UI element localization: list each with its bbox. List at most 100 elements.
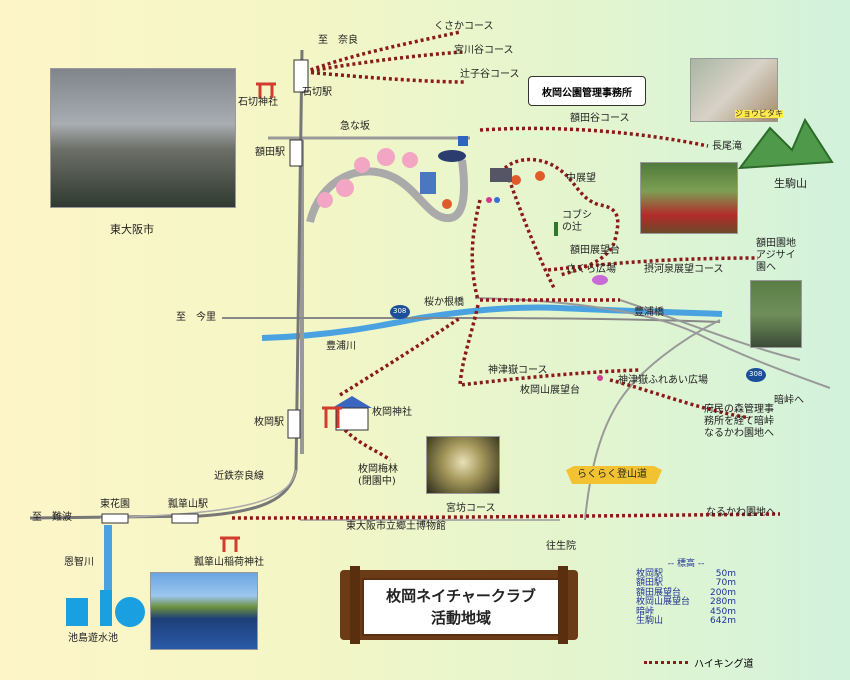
label-setsukawa: 摂河泉展望コース	[644, 264, 724, 275]
route-shield-b	[746, 368, 766, 382]
label-route308-a: 308	[393, 307, 407, 315]
label-nukata-tenboudai: 額田展望台	[570, 245, 620, 256]
label-kurotoge: 暗峠へ	[774, 395, 804, 406]
ume-trees	[442, 171, 545, 209]
label-hiraoka-tenboudai: 枚岡山展望台	[520, 385, 580, 396]
label-ojouin: 往生院	[546, 541, 576, 552]
trail-shrine	[339, 316, 461, 397]
hiraoka-shrine-roof	[332, 396, 372, 408]
label-imazato: 至 今里	[176, 312, 216, 323]
title-panel: 枚岡ネイチャークラブ 活動地域	[362, 578, 560, 636]
label-toyourabashi: 豊浦橋	[634, 307, 664, 318]
title-line1: 枚岡ネイチャークラブ	[386, 587, 536, 605]
higashi-hanazono-box	[101, 513, 129, 524]
trail-miyagawadani	[304, 50, 463, 74]
trail-fureai	[609, 378, 751, 420]
kobushi-tree-icon	[554, 222, 558, 236]
elevation-header: -- 標高 --	[667, 559, 705, 569]
route-shield-a	[390, 305, 410, 319]
label-route308-b: 308	[749, 370, 763, 378]
kanri-office	[490, 168, 512, 182]
label-hyotan-eki: 瓢箪山駅	[168, 499, 208, 510]
isikiri-station-box	[293, 59, 309, 93]
ikeshima-pond-right	[115, 597, 145, 627]
photo-stream	[750, 280, 802, 348]
parking-building	[420, 172, 436, 194]
label-sakura-hiroba: さくら広場	[566, 264, 616, 275]
ikeshima-pond-mid	[100, 590, 112, 626]
label-nara: 至 奈良	[318, 35, 358, 46]
label-hyotan-jinja: 瓢箪山稲荷神社	[194, 557, 264, 568]
trail-nukatadani	[479, 126, 709, 148]
label-nanba: 至 難波	[32, 512, 72, 523]
trail-tsujikodani	[304, 70, 466, 84]
label-rakuraku: らくらく登山道	[577, 469, 647, 480]
legend: ハイキング道	[644, 655, 754, 670]
trail-west	[470, 199, 482, 301]
hiraoka-station-box	[287, 409, 301, 439]
hyotan-station-box	[171, 513, 199, 524]
label-ikomayama: 生駒山	[774, 177, 807, 190]
winding-road	[306, 159, 468, 224]
sakura-plaza-icon	[592, 275, 608, 285]
label-miyabata: 宮坊コース	[446, 503, 496, 514]
photo-insect	[426, 436, 500, 494]
label-kintetsu: 近鉄奈良線	[214, 471, 264, 482]
label-nukata-en: 額田園地 アジサイ 園へ	[756, 238, 796, 273]
torii-gate-ishikiri	[256, 82, 276, 98]
label-narukawa: なるかわ園地へ	[706, 507, 776, 518]
cherry-trees	[317, 148, 418, 208]
label-hiraoka-jinja: 枚岡神社	[372, 407, 412, 418]
trail-narukawa	[231, 512, 781, 520]
legend-hiking-label: ハイキング道	[694, 659, 754, 670]
label-kamitsudake: 神津嶽コース	[488, 365, 548, 376]
trail-baien	[343, 428, 392, 462]
rail-branch	[99, 469, 297, 519]
label-nukatadani: 額田谷コース	[570, 113, 630, 124]
legend-trail-swatch	[644, 661, 688, 664]
ojouin-road	[584, 319, 721, 521]
label-fureai: 神津嶽ふれあい広場	[618, 375, 708, 386]
kanri-office-callout: 枚岡公園管理事務所	[528, 76, 646, 106]
ikeshima-pond-left	[66, 598, 88, 626]
label-toyouragawa: 豊浦川	[326, 341, 356, 352]
label-nukata-eki: 額田駅	[255, 147, 285, 158]
label-kakagane: 桜か根橋	[424, 297, 464, 308]
label-baien: 枚岡梅林 (閉園中)	[358, 464, 398, 487]
label-ikeshima: 池島遊水池	[68, 633, 118, 644]
main-road	[300, 140, 304, 454]
label-tsujikodani: 辻子谷コース	[460, 69, 520, 80]
photo-pond	[150, 572, 258, 650]
label-nakatenbou: 中展望	[566, 173, 596, 184]
label-kusaka: くさかコース	[434, 21, 494, 32]
title-line2: 活動地域	[430, 609, 491, 627]
trail-kamitsudake	[458, 304, 641, 387]
nukata-station-box	[289, 139, 303, 167]
trail-nukata-main	[503, 167, 557, 291]
label-higashi-hanazono: 東花園	[100, 499, 130, 510]
label-isikiri-eki: 石切駅	[302, 87, 332, 98]
label-nagaodaki: 長尾滝	[712, 141, 742, 152]
toyoura-river	[261, 304, 723, 341]
hiker-icon	[486, 197, 492, 203]
hiraoka-shrine-body	[335, 407, 369, 431]
mountain-icon	[737, 117, 834, 170]
trail-kusaka	[304, 30, 461, 74]
label-hiraoka-eki: 枚岡駅	[254, 417, 284, 428]
torii-gate-hyotan	[220, 536, 240, 552]
parking-sign	[458, 136, 468, 146]
label-higashi-osaka: 東大阪市	[110, 223, 154, 236]
title-board: 枚岡ネイチャークラブ 活動地域	[340, 566, 578, 644]
label-fumin-mori: 府民の森管理事 務所を経て暗峠 なるかわ園地へ	[704, 404, 774, 439]
torii-gate-hiraoka	[322, 406, 342, 428]
jogibitaki-label: ジョウビタキ	[735, 109, 783, 118]
